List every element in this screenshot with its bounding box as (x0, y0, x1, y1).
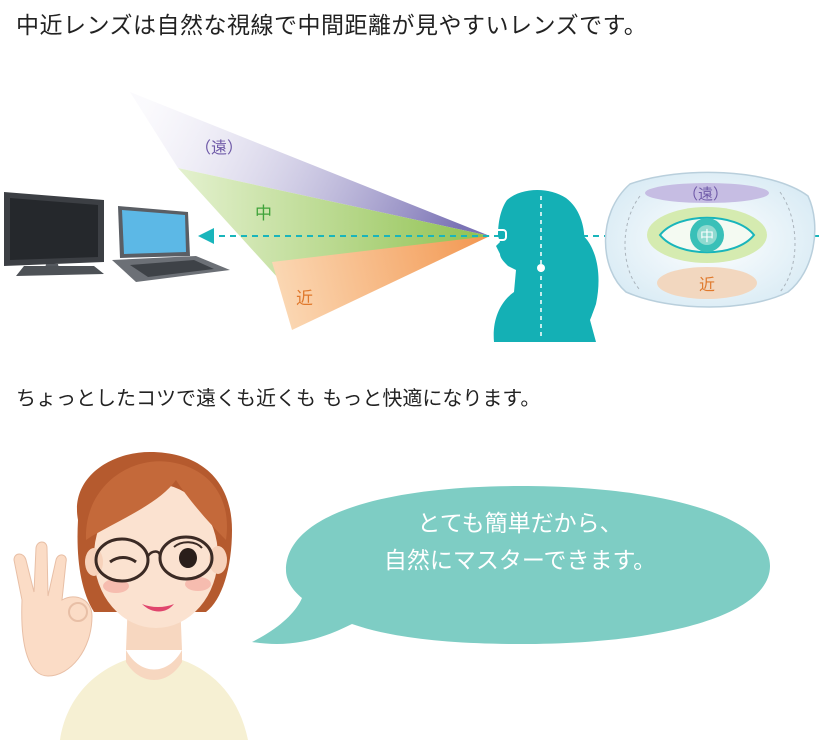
speech-bubble-line2: 自然にマスターできます。 (383, 548, 657, 574)
far-zone-wedge (130, 92, 490, 236)
speech-bubble-text: とても簡単だから、 自然にマスターできます。 (330, 506, 710, 580)
monitor-icon (4, 192, 104, 276)
woman-winking-illustration (13, 452, 248, 740)
sightline-arrow-icon (198, 228, 214, 244)
profile-center-dot (537, 264, 545, 272)
far-zone-label: （遠） (195, 138, 243, 157)
near-zone-label: 近 (296, 289, 313, 309)
lens-far-label: （遠） (683, 185, 728, 203)
lens-middle-label: 中 (700, 229, 714, 245)
viewing-zones-illustration: （遠） 中 近 （遠） 中 近 (4, 92, 822, 342)
profile-glasses (491, 229, 507, 241)
near-zone-wedge (272, 236, 490, 330)
lens-diagram (604, 171, 816, 308)
page-heading: 中近レンズは自然な視線で中間距離が見やすいレンズです。 (16, 13, 648, 39)
middle-zone-label: 中 (255, 204, 272, 224)
laptop-icon (112, 206, 230, 282)
tip-subheading: ちょっとしたコツで遠くも近くも もっと快適になります。 (16, 386, 541, 410)
speech-bubble-line1: とても簡単だから、 (417, 511, 623, 537)
profile-silhouette (493, 189, 599, 342)
lens-near-label: 近 (699, 275, 715, 294)
